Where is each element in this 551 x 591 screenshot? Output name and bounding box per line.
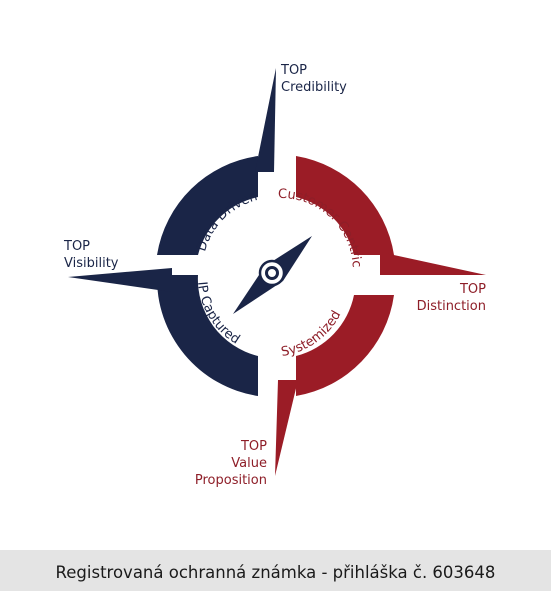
label-value-line2: Value (231, 456, 267, 471)
ring-bottom-left-segment (156, 275, 258, 396)
label-top-credibility: TOP Credibility (281, 62, 347, 96)
spike-right (380, 252, 486, 275)
ring-top-left-segment (157, 156, 258, 255)
label-top-visibility: TOP Visibility (64, 238, 118, 272)
spike-left (68, 268, 172, 292)
spike-bottom (275, 380, 298, 476)
spike-top (255, 68, 276, 172)
compass-hub-icon (258, 259, 286, 287)
label-top-value-proposition: TOP Value Proposition (160, 438, 267, 489)
label-top-distinction: TOP Distinction (408, 281, 486, 315)
label-visibility-line1: TOP (64, 239, 91, 254)
ring-top-right-segment (296, 156, 394, 255)
label-visibility-line2: Visibility (64, 256, 119, 271)
label-value-line3: Proposition (194, 473, 267, 488)
compass-diagram: Data Driven Customer-Centric IP Captured… (68, 68, 486, 476)
label-credibility-line1: TOP (281, 63, 308, 78)
label-credibility-line2: Credibility (281, 80, 347, 95)
label-distinction-line1: TOP (459, 282, 486, 297)
label-distinction-line2: Distinction (416, 299, 486, 314)
label-value-line1: TOP (240, 439, 267, 454)
footer-bar: Registrovaná ochranná známka - přihláška… (0, 550, 551, 591)
ring-bottom-right-segment (296, 295, 394, 396)
trademark-caption: Registrovaná ochranná známka - přihláška… (55, 563, 496, 582)
